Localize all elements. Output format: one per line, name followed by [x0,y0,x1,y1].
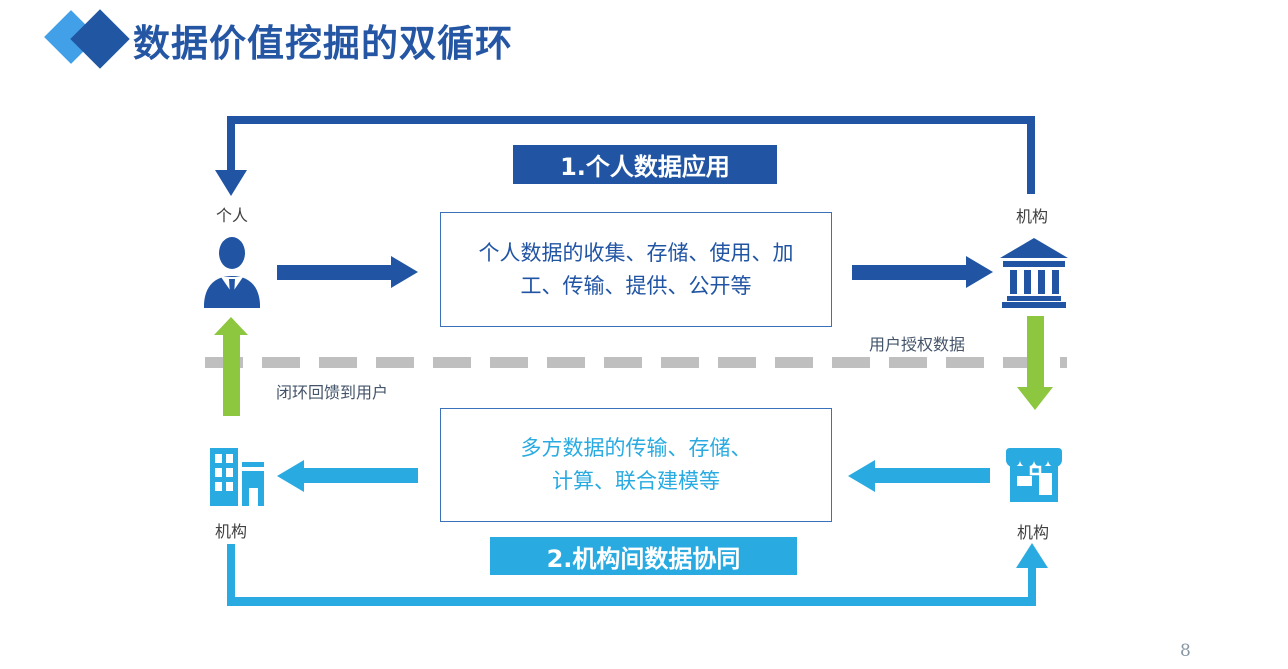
person-node-label: 个人 [215,206,248,225]
store-to-box-arrowhead-icon [848,460,875,492]
institution-top-label: 机构 [1015,207,1048,226]
banner-institution-data-collaboration: 2.机构间数据协同 [490,537,797,575]
box-to-bank-arrowhead-icon [966,256,993,288]
personal-data-process-line1: 个人数据的收集、存储、使用、加 [478,240,794,265]
bottom-loop-up-arrowhead-icon [1016,543,1048,568]
feedback-annotation: 闭环回馈到用户 [276,383,389,402]
dashed-divider-line [205,357,1067,368]
top-loop-left-vertical-line [227,116,235,172]
top-loop-horizontal-line [227,116,1035,124]
storefront-icon [1001,446,1067,508]
banner-personal-data-application: 1.个人数据应用 [513,145,777,184]
personal-data-process-box: 个人数据的收集、存储、使用、加 工、传输、提供、公开等 [440,212,832,327]
bank-icon [1000,238,1068,308]
bottom-loop-left-vertical-line [227,544,235,602]
personal-data-process-line2: 工、传输、提供、公开等 [520,273,752,298]
authorization-annotation: 用户授权数据 [869,335,966,354]
person-to-box-arrowhead-icon [391,256,418,288]
bottom-loop-right-vertical-line [1028,568,1036,597]
box-to-bank-arrow-shaft [852,265,966,280]
institution-bottom-left-label: 机构 [214,522,247,541]
box-to-buildings-arrowhead-icon [277,460,304,492]
person-to-box-arrow-shaft [277,265,391,280]
green-down-arrowhead-icon [1017,387,1053,410]
businessperson-icon [201,236,263,308]
bottom-loop-horizontal-line [227,597,1036,606]
top-loop-right-vertical-line [1027,116,1035,194]
green-up-arrow-shaft [223,335,240,416]
institution-bottom-right-label: 机构 [1016,523,1049,542]
page-title: 数据价值挖掘的双循环 [133,22,513,65]
green-down-arrow-shaft [1027,316,1044,387]
green-up-arrowhead-icon [214,317,248,335]
office-buildings-icon [204,446,266,508]
store-to-box-arrow-shaft [875,468,990,483]
multiparty-data-box: 多方数据的传输、存储、 计算、联合建模等 [440,408,832,522]
multiparty-data-line2: 计算、联合建模等 [552,469,720,493]
top-loop-down-arrowhead-icon [215,170,247,196]
box-to-buildings-arrow-shaft [304,468,418,483]
page-number: 8 [1180,641,1191,661]
multiparty-data-line1: 多方数据的传输、存储、 [520,436,752,460]
